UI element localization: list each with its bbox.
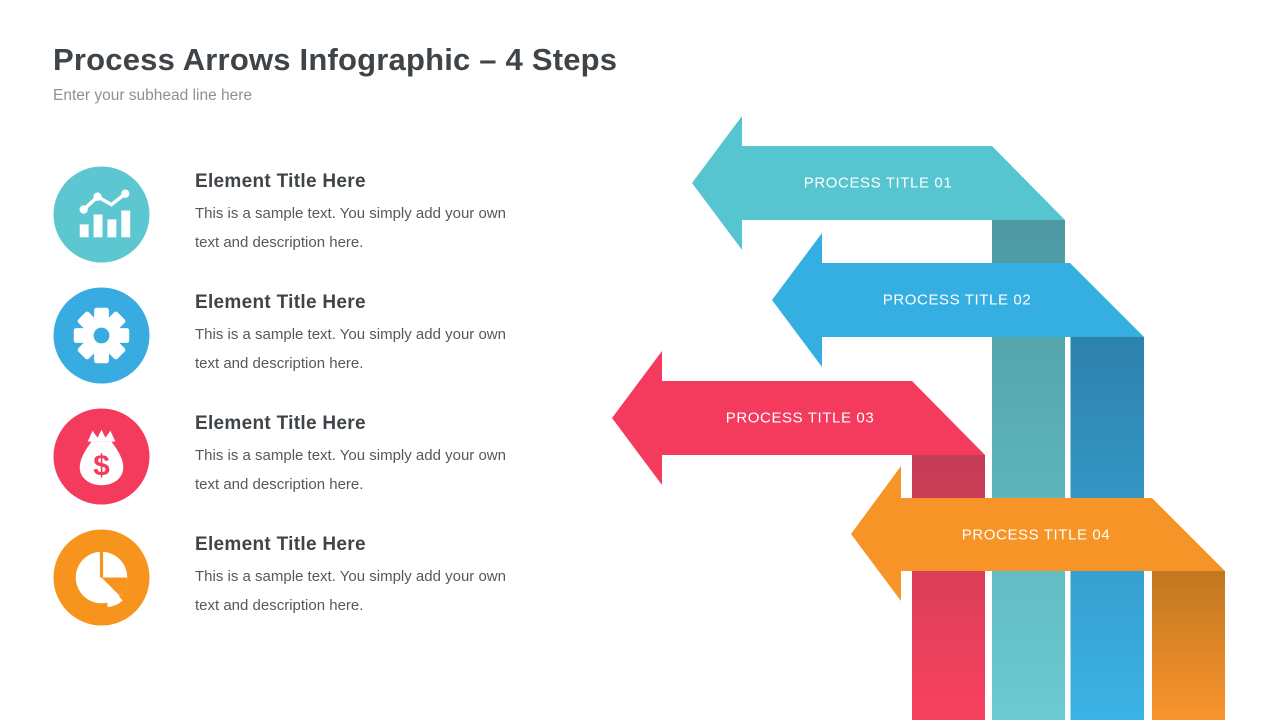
element-description: This is a sample text. You simply add yo… (195, 205, 506, 251)
element-text-block: Element Title Here This is a sample text… (195, 287, 515, 378)
list-item: Element Title Here This is a sample text… (53, 529, 515, 626)
slide-header: Process Arrows Infographic – 4 Steps Ent… (53, 42, 617, 105)
bar-chart-icon (53, 166, 150, 263)
element-title: Element Title Here (195, 171, 366, 192)
element-text-block: Element Title Here This is a sample text… (195, 529, 515, 620)
element-title: Element Title Here (195, 413, 366, 434)
element-text-block: Element Title Here This is a sample text… (195, 166, 515, 257)
element-title: Element Title Here (195, 534, 366, 555)
element-list: Element Title Here This is a sample text… (53, 166, 515, 650)
money-bag-icon: $ (53, 408, 150, 505)
list-item: Element Title Here This is a sample text… (53, 287, 515, 384)
element-text-block: Element Title Here This is a sample text… (195, 408, 515, 499)
dollar-sign: $ (93, 449, 110, 482)
list-item: Element Title Here This is a sample text… (53, 166, 515, 263)
process-arrow-2-label: PROCESS TITLE 02 (883, 292, 1032, 309)
process-arrow-3-label: PROCESS TITLE 03 (726, 410, 875, 427)
element-title: Element Title Here (195, 292, 366, 313)
ribbon-band-step-4 (1152, 571, 1225, 720)
element-description: This is a sample text. You simply add yo… (195, 447, 506, 493)
page-title: Process Arrows Infographic – 4 Steps (53, 42, 618, 77)
ribbon-band-step-3 (912, 455, 985, 720)
process-arrow-4-label: PROCESS TITLE 04 (962, 527, 1111, 544)
pie-chart-icon (53, 529, 150, 626)
process-arrow-4 (851, 466, 1225, 601)
process-arrow-1-label: PROCESS TITLE 01 (804, 175, 953, 192)
process-arrow-3 (612, 351, 985, 485)
process-arrow-1 (692, 116, 1065, 250)
list-item: $ Element Title Here This is a sample te… (53, 408, 515, 505)
element-description: This is a sample text. You simply add yo… (195, 568, 506, 614)
process-arrow-2 (772, 233, 1144, 367)
page-subtitle: Enter your subhead line here (53, 87, 253, 104)
element-description: This is a sample text. You simply add yo… (195, 326, 506, 372)
gear-icon (53, 287, 150, 384)
